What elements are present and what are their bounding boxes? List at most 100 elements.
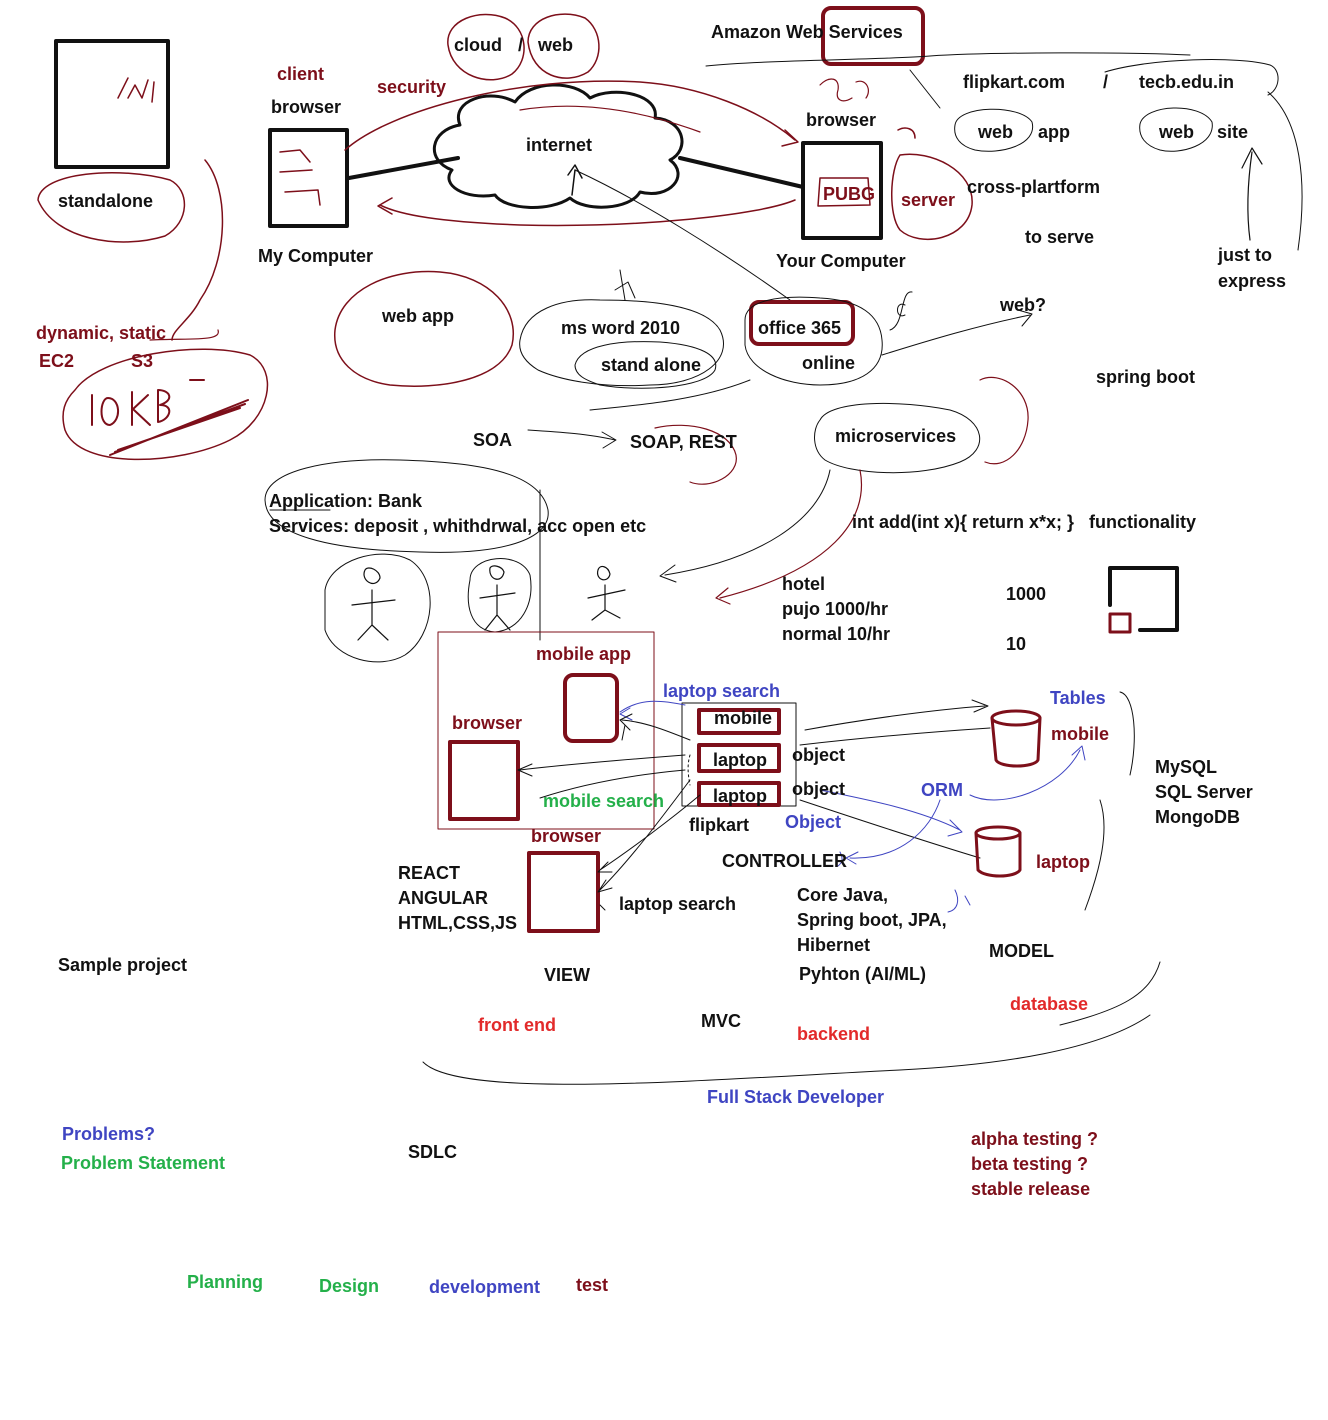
internet-cloud-icon — [433, 83, 684, 209]
planning-label: Planning — [187, 1272, 263, 1292]
count-10-label: 10 — [1006, 634, 1027, 654]
int-add-code-label: int add(int x){ return x*x; } — [852, 512, 1075, 532]
controller-label: CONTROLLER — [722, 851, 847, 871]
hotel-label: hotel — [782, 574, 825, 594]
online-label: online — [802, 353, 855, 373]
slash-separator: / — [518, 35, 524, 55]
application-bank-label: Application: Bank — [269, 491, 423, 511]
your-computer-icon — [801, 141, 883, 240]
problems-label: Problems? — [62, 1124, 156, 1144]
object-blue-label: Object — [785, 812, 842, 832]
cross-platform-label: cross-plartform — [967, 177, 1101, 197]
test-label: test — [576, 1275, 609, 1295]
dynamic-static-label: dynamic, static — [36, 323, 167, 343]
web-app-app-label: app — [1038, 122, 1071, 142]
hibernet-label: Hibernet — [797, 935, 871, 955]
pujo-rate-label: pujo 1000/hr — [782, 599, 889, 619]
full-stack-developer-label: Full Stack Developer — [707, 1087, 885, 1107]
web-app-label: web app — [382, 306, 455, 326]
mobile-table-label: mobile — [1051, 724, 1110, 744]
web-app-bubble — [334, 270, 514, 387]
pujo-room-icon — [1108, 566, 1179, 632]
mobile-app-label: mobile app — [536, 644, 632, 664]
mvc-label: MVC — [701, 1011, 741, 1031]
spring-jpa-label: Spring boot, JPA, — [797, 910, 947, 930]
sql-server-label: SQL Server — [1155, 782, 1253, 802]
angular-label: ANGULAR — [398, 888, 488, 908]
express-label: express — [1218, 271, 1287, 291]
mobile-search-label: mobile search — [543, 791, 665, 811]
server-bubble — [891, 127, 973, 241]
mobile-endpoint-label: mobile — [714, 708, 773, 728]
model-label: MODEL — [989, 941, 1054, 961]
count-1000-label: 1000 — [1006, 584, 1047, 604]
browser-label-server: browser — [806, 110, 877, 130]
mobile-device-icon — [563, 673, 619, 743]
laptop-table-label: laptop — [1036, 852, 1090, 872]
services-label: Services: deposit , whithdrwal, acc open… — [269, 516, 647, 536]
react-label: REACT — [398, 863, 460, 883]
laptop-table-db-icon — [974, 825, 1022, 878]
orm-label: ORM — [921, 780, 963, 800]
ec2-label: EC2 — [39, 351, 75, 371]
object-label-2: object — [792, 779, 846, 799]
web-label-top: web — [538, 35, 574, 55]
beta-testing-label: beta testing ? — [971, 1154, 1089, 1174]
my-computer-icon — [268, 128, 349, 228]
soa-label: SOA — [473, 430, 513, 450]
web-app-web-label: web — [978, 122, 1014, 142]
object-label-1: object — [792, 745, 846, 765]
security-label: security — [377, 77, 447, 97]
cloud-bubble — [447, 13, 525, 81]
web-site-site-label: site — [1217, 122, 1249, 142]
ms-word-label: ms word 2010 — [561, 318, 681, 338]
standalone-label: standalone — [58, 191, 154, 211]
internet-label: internet — [526, 135, 593, 155]
your-computer-label: Your Computer — [776, 251, 906, 271]
aws-label: Amazon Web Services — [711, 22, 903, 42]
html-css-js-label: HTML,CSS,JS — [398, 913, 518, 933]
application-bubble — [264, 459, 549, 553]
flipkart-com-label: flipkart.com — [963, 72, 1066, 92]
office365-highlight-box — [749, 300, 855, 346]
front-end-label: front end — [478, 1015, 556, 1035]
my-computer-label: My Computer — [258, 246, 374, 266]
stand-alone-label: stand alone — [601, 355, 702, 375]
python-label: Pyhton (AI/ML) — [799, 964, 926, 984]
problem-statement-label: Problem Statement — [61, 1153, 226, 1173]
slash-separator-sites: / — [1103, 72, 1109, 92]
browser-label-view: browser — [531, 826, 602, 846]
just-to-label: just to — [1218, 245, 1272, 265]
pubg-label: PUBG — [823, 184, 876, 204]
microservices-bubble — [814, 402, 981, 474]
standalone-bubble — [37, 172, 186, 243]
sample-project-label: Sample project — [58, 955, 188, 975]
flipkart-label: flipkart — [689, 815, 750, 835]
tables-label: Tables — [1050, 688, 1106, 708]
laptop-endpoint-box-2 — [697, 781, 781, 807]
tecb-label: tecb.edu.in — [1139, 72, 1235, 92]
spring-boot-label: spring boot — [1096, 367, 1195, 387]
stable-release-label: stable release — [971, 1179, 1091, 1199]
browser-window-icon — [448, 740, 520, 821]
sdlc-label: SDLC — [408, 1142, 457, 1162]
s3-label: S3 — [131, 351, 154, 371]
design-label: Design — [319, 1276, 380, 1296]
server-label: server — [901, 190, 956, 210]
mobile-table-db-icon — [990, 709, 1042, 768]
browser-label-client-box: browser — [452, 713, 523, 733]
mongodb-label: MongoDB — [1155, 807, 1240, 827]
microservices-label: microservices — [835, 426, 957, 446]
mysql-label: MySQL — [1155, 757, 1218, 777]
ms-word-bubble — [519, 299, 724, 387]
mobile-endpoint-box — [697, 708, 781, 735]
standalone-computer-icon — [54, 39, 170, 169]
web-question-label: web? — [1000, 295, 1047, 315]
online-bubble — [744, 296, 883, 386]
development-label: development — [429, 1277, 541, 1297]
functionality-label: functionality — [1089, 512, 1196, 532]
user1-bubble — [324, 553, 431, 663]
laptop-endpoint-label: laptop — [713, 750, 767, 770]
